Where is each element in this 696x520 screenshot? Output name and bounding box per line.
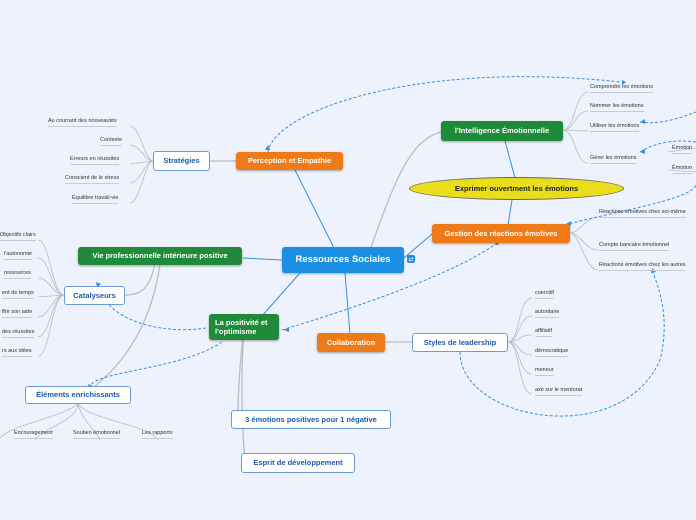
strategy-item-4[interactable]: Conscient de le stress (65, 175, 120, 184)
enriching-item-1[interactable]: Encouragement (14, 430, 53, 439)
leadership-item-2[interactable]: autoritaire (535, 309, 560, 318)
enriching-item-3[interactable]: Les rapports (142, 430, 173, 439)
catalyst-item-2[interactable]: l'autonomie (4, 251, 32, 260)
strategies-node[interactable]: Stratégies (153, 151, 210, 171)
enriching-elements-node[interactable]: Éléments enrichissants (25, 386, 131, 404)
central-topic[interactable]: Ressources Sociales (282, 247, 404, 273)
leadership-item-6[interactable]: axé sur le mentorat (535, 387, 583, 396)
catalyst-item-1[interactable]: Objectifs clairs (0, 232, 36, 241)
catalyst-item-3[interactable]: ressources (4, 270, 31, 279)
express-emotions-node[interactable]: Exprimer ouvertment les émotions (409, 177, 624, 200)
strategy-item-2[interactable]: Contexte (100, 137, 123, 146)
growth-mindset-node[interactable]: Esprit de développement (241, 453, 355, 473)
leadership-item-5[interactable]: meneur (535, 367, 554, 376)
catalyst-item-4[interactable]: ent de temps (2, 290, 34, 299)
catalyst-item-6[interactable]: des réussites (2, 329, 35, 338)
strategy-item-3[interactable]: Erreurs en réussites (70, 156, 120, 165)
perception-empathy-node[interactable]: Perception et Empathie (236, 152, 343, 170)
leadership-styles-node[interactable]: Styles de leadership (412, 333, 508, 352)
ei-item-nommer[interactable]: Nommer les émotions (590, 103, 644, 112)
ei-item-gerer[interactable]: Gérer les émotions (590, 155, 637, 164)
catalyst-item-7[interactable]: rs aux idées (2, 348, 32, 357)
strategy-item-1[interactable]: Au courrant des nouveautés (48, 118, 117, 127)
reactions-item-others[interactable]: Réactions émotives chez les autres (599, 262, 686, 271)
inner-work-life-node[interactable]: Vie professionnelle intérieure positive (78, 247, 242, 265)
link-badge-icon[interactable]: ⇄ (407, 255, 415, 263)
leadership-item-3[interactable]: affiliatif (535, 328, 553, 337)
ei-sub-emotion-1[interactable]: Émotion (672, 145, 693, 154)
catalysts-node[interactable]: Catalyseurs (64, 286, 125, 305)
ei-sub-emotion-2[interactable]: Émotion (672, 165, 693, 174)
reactions-item-bank[interactable]: Compte bancaire émotionnel (599, 242, 670, 251)
emotional-reactions-node[interactable]: Gestion des réactions émotives (432, 224, 570, 243)
leadership-item-1[interactable]: coercitif (535, 290, 554, 299)
three-positive-emotions-node[interactable]: 3 émotions positives pour 1 négative (231, 410, 391, 429)
strategy-item-5[interactable]: Équilibre travail-vie (72, 195, 119, 204)
reactions-item-self[interactable]: Réactions émotives chez soi-même (599, 209, 686, 218)
positivity-optimism-node[interactable]: La positivité et l'optimisme (209, 314, 279, 340)
collaboration-node[interactable]: Collaboration (317, 333, 385, 352)
ei-item-utiliser[interactable]: Utiliser les émotions (590, 123, 640, 132)
ei-item-comprendre[interactable]: Comprendre les émotions (590, 84, 653, 93)
emotional-intelligence-node[interactable]: l'Intelligence Émotionnelle (441, 121, 563, 141)
leadership-item-4[interactable]: démocratique (535, 348, 569, 357)
catalyst-item-5[interactable]: ffrir son aide (2, 309, 33, 318)
enriching-item-2[interactable]: Soutien émotionnel (73, 430, 121, 439)
